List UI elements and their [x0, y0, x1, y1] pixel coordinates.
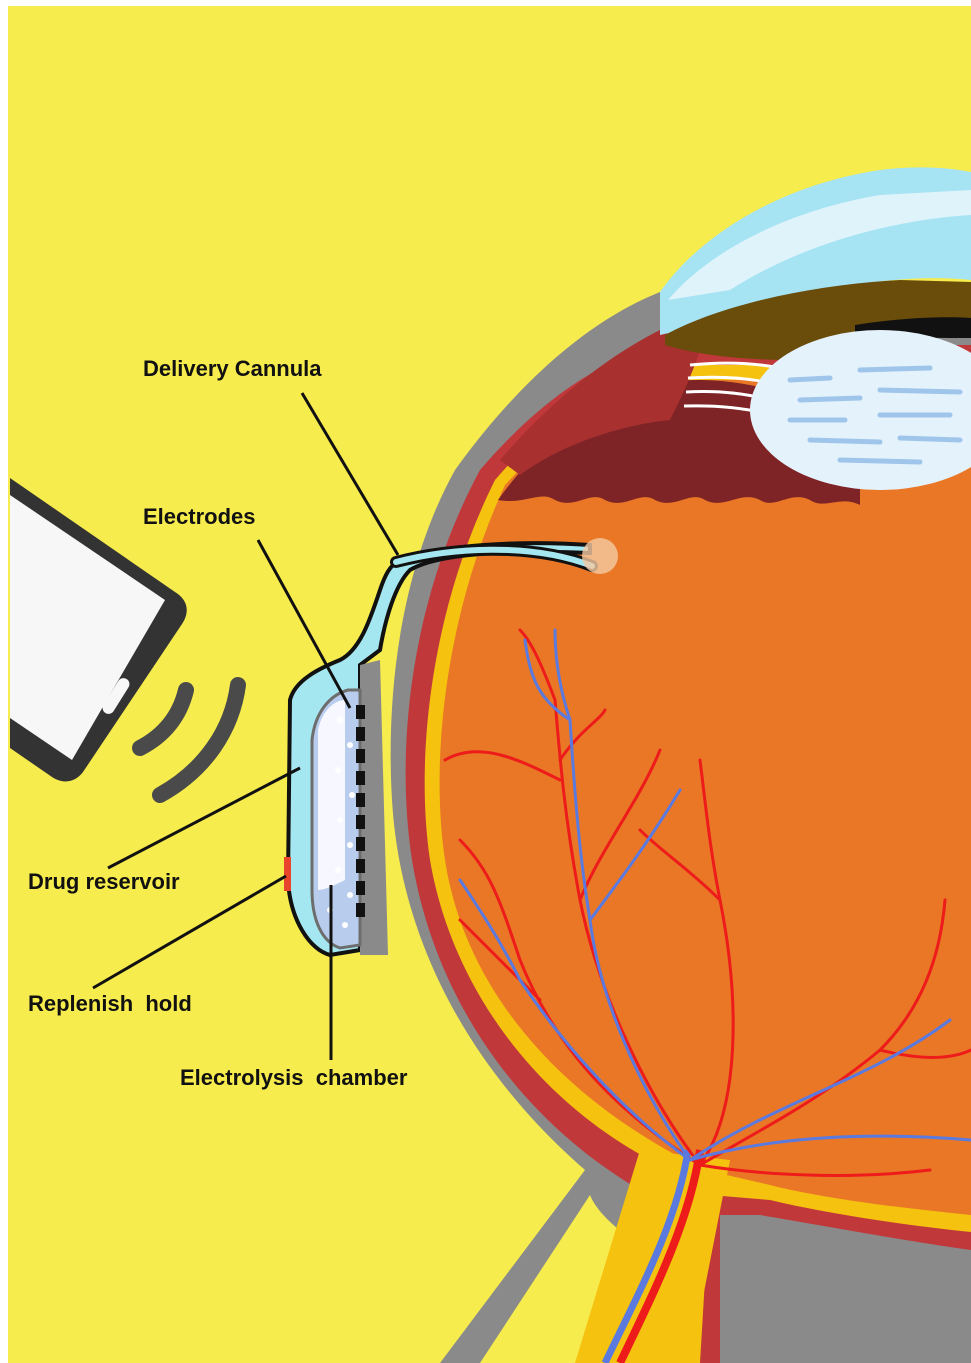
- replenish-port: [284, 857, 291, 891]
- label-electrodes: Electrodes: [143, 504, 256, 529]
- label-drug-reservoir: Drug reservoir: [28, 869, 180, 894]
- drug-release-spot: [582, 538, 618, 574]
- label-electrolysis-chamber: Electrolysis chamber: [180, 1065, 408, 1090]
- electrolysis-chamber-gas: [318, 700, 345, 890]
- label-delivery-cannula: Delivery Cannula: [143, 356, 322, 381]
- label-replenish-hold: Replenish hold: [28, 991, 192, 1016]
